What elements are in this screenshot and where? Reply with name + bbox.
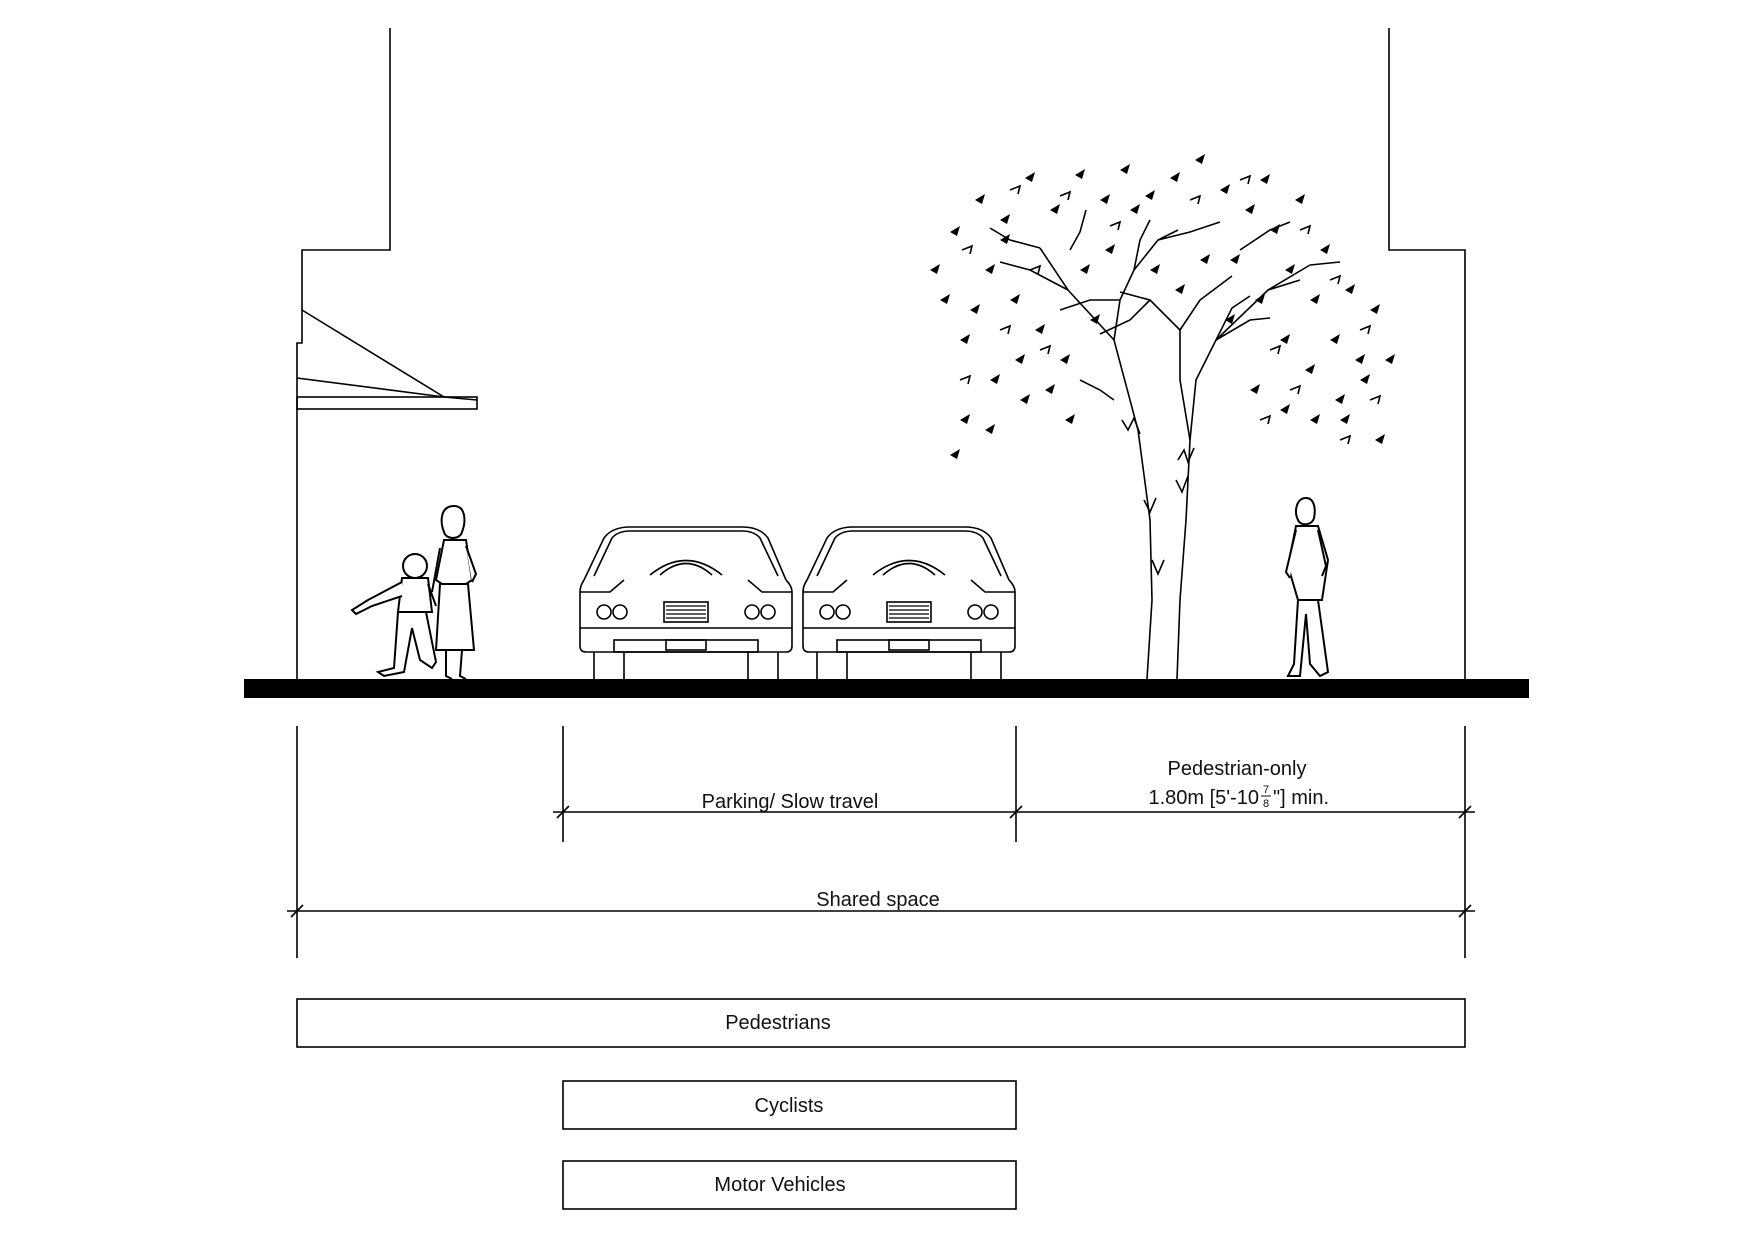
pedestrian-only-size: 1.80m [5'-10 7 8 "] min.	[1148, 784, 1329, 810]
car-left	[579, 526, 793, 681]
right-building	[1388, 28, 1466, 679]
pedestrian-only-size-suffix: "] min.	[1273, 787, 1329, 809]
awning	[296, 309, 478, 410]
pedestrian-only-size-value: 1.80m [5'-10	[1148, 787, 1259, 809]
motor-vehicles-bar: Motor Vehicles	[562, 1160, 1017, 1210]
tree	[930, 154, 1395, 680]
pedestrians-bar: Pedestrians	[296, 998, 1466, 1048]
child-figure	[350, 553, 438, 678]
fraction-denominator: 8	[1263, 798, 1269, 810]
ground-slab	[244, 679, 1529, 698]
motor-vehicles-label: Motor Vehicles	[714, 1174, 845, 1196]
man-figure	[1284, 496, 1330, 678]
shared-space-label: Shared space	[816, 889, 939, 911]
left-building	[296, 28, 478, 679]
woman-figure	[431, 504, 478, 680]
cyclists-label: Cyclists	[755, 1095, 824, 1117]
dimension-lines	[287, 726, 1475, 958]
pedestrian-only-label: Pedestrian-only	[1168, 758, 1307, 780]
car-right	[802, 526, 1016, 681]
fraction-numerator: 7	[1263, 784, 1269, 796]
parking-dimension-label: Parking/ Slow travel	[702, 791, 879, 813]
pedestrians-label: Pedestrians	[725, 1012, 831, 1034]
cyclists-bar: Cyclists	[562, 1080, 1017, 1130]
